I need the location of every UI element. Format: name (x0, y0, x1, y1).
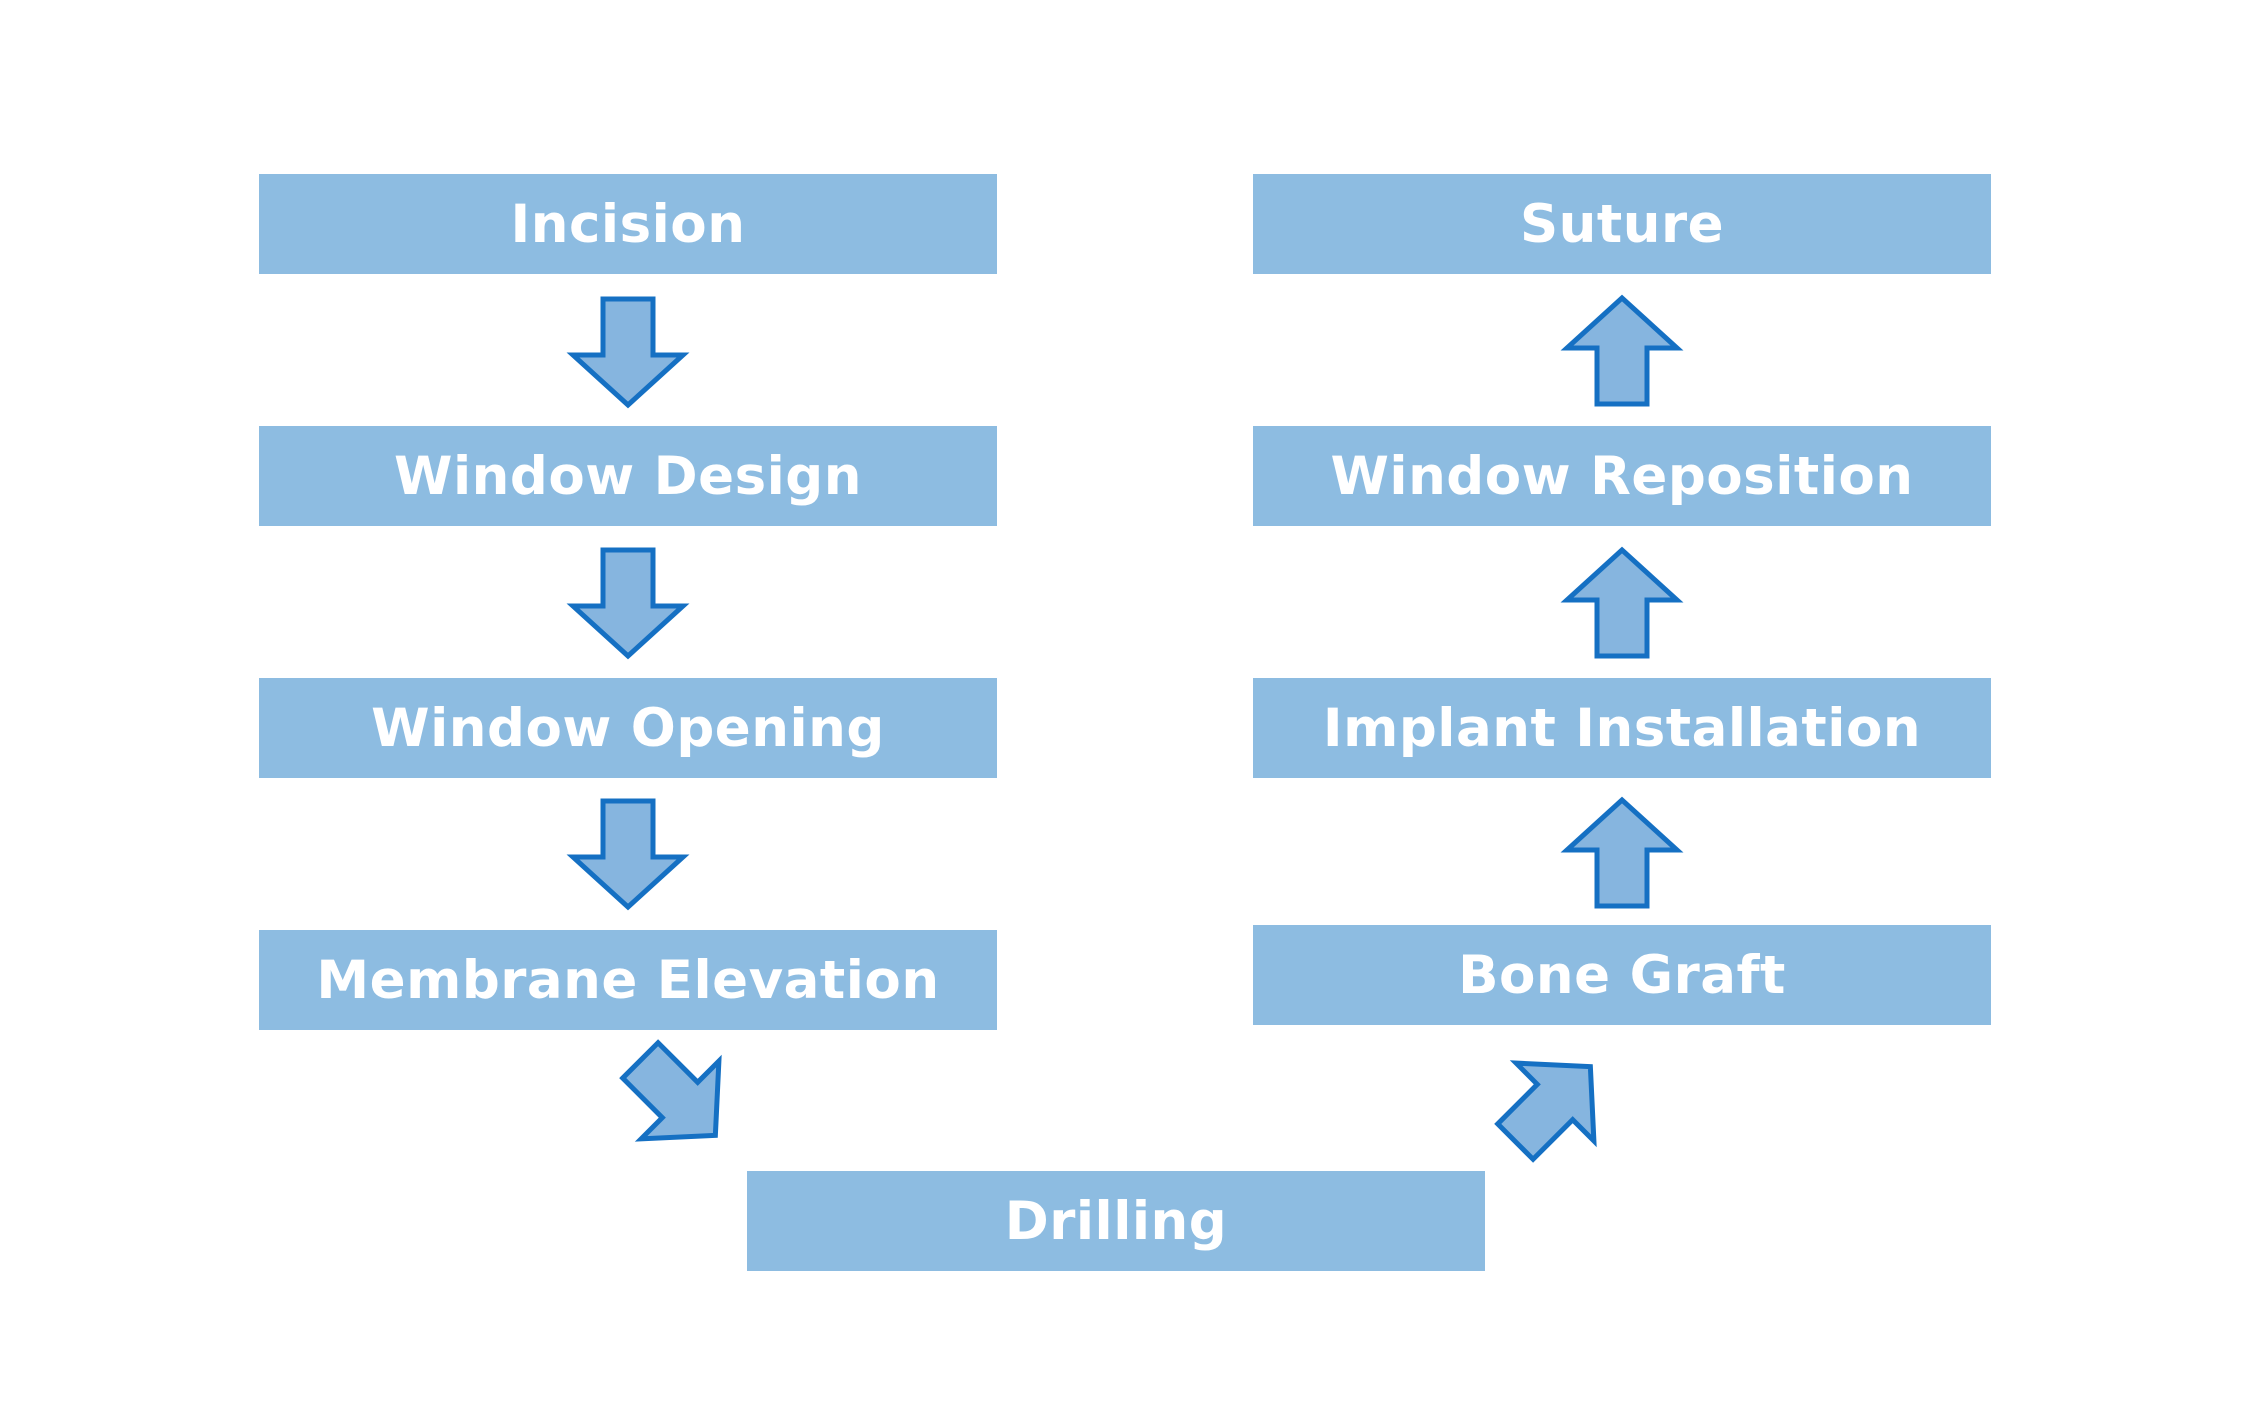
step-label: Membrane Elevation (316, 949, 940, 1011)
step-label: Incision (510, 193, 746, 255)
step-label: Window Opening (371, 697, 885, 759)
arrow-up-icon (1560, 546, 1684, 659)
arrow-up-icon (1560, 796, 1684, 909)
arrow-down-icon (566, 547, 690, 660)
step-label: Suture (1519, 193, 1725, 255)
step-drilling: Drilling (747, 1171, 1485, 1271)
step-label: Window Reposition (1330, 445, 1914, 507)
step-window-design: Window Design (259, 426, 997, 526)
arrow-up-right-icon (1494, 1060, 1597, 1163)
step-window-reposition: Window Reposition (1253, 426, 1991, 526)
step-membrane-elevation: Membrane Elevation (259, 930, 997, 1030)
step-suture: Suture (1253, 174, 1991, 274)
arrow-up-icon (1560, 294, 1684, 407)
step-label: Bone Graft (1458, 944, 1786, 1006)
step-window-opening: Window Opening (259, 678, 997, 778)
step-label: Drilling (1004, 1190, 1228, 1252)
arrow-down-icon (566, 296, 690, 409)
step-label: Window Design (394, 445, 862, 507)
step-label: Implant Installation (1322, 697, 1922, 759)
step-incision: Incision (259, 174, 997, 274)
arrow-down-right-icon (619, 1039, 722, 1142)
arrow-down-icon (566, 798, 690, 911)
step-implant-installation: Implant Installation (1253, 678, 1991, 778)
step-bone-graft: Bone Graft (1253, 925, 1991, 1025)
